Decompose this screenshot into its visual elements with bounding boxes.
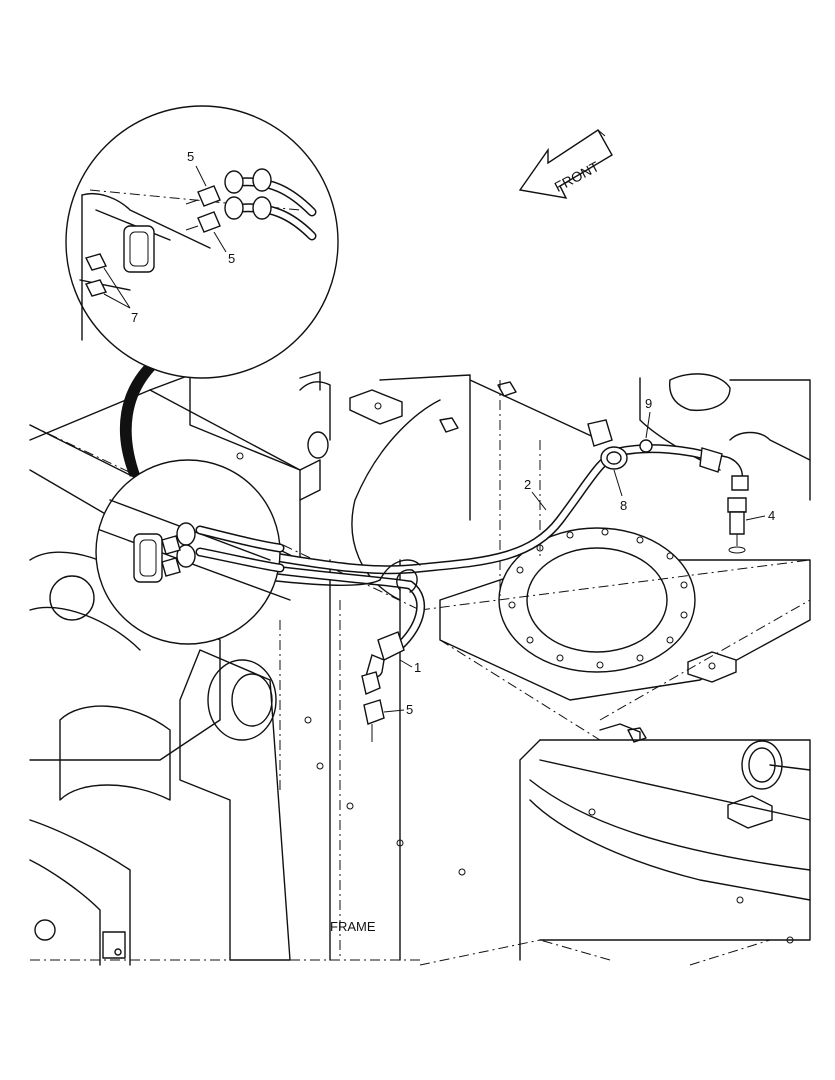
callout-5-detail-bottom: 5 xyxy=(228,251,235,266)
callout-1: 1 xyxy=(414,660,421,675)
bearing-bolt-holes xyxy=(508,528,688,669)
callout-4: 4 xyxy=(768,508,775,523)
frame-structure xyxy=(29,371,811,966)
detail-callout xyxy=(65,105,339,645)
callout-8: 8 xyxy=(620,498,627,513)
detail-content xyxy=(79,168,317,341)
callout-5-main: 5 xyxy=(406,702,413,717)
frame-caption: FRAME xyxy=(330,919,376,934)
callout-labels: 1 2 4 5 5 5 7 8 9 xyxy=(103,149,775,717)
callout-7: 7 xyxy=(131,310,138,325)
front-direction-arrow: FRONT xyxy=(518,129,613,199)
hose-assembly xyxy=(195,419,749,742)
callout-5-detail-top: 5 xyxy=(187,149,194,164)
callout-9: 9 xyxy=(645,396,652,411)
callout-2: 2 xyxy=(524,477,531,492)
small-detail-content xyxy=(99,499,291,601)
